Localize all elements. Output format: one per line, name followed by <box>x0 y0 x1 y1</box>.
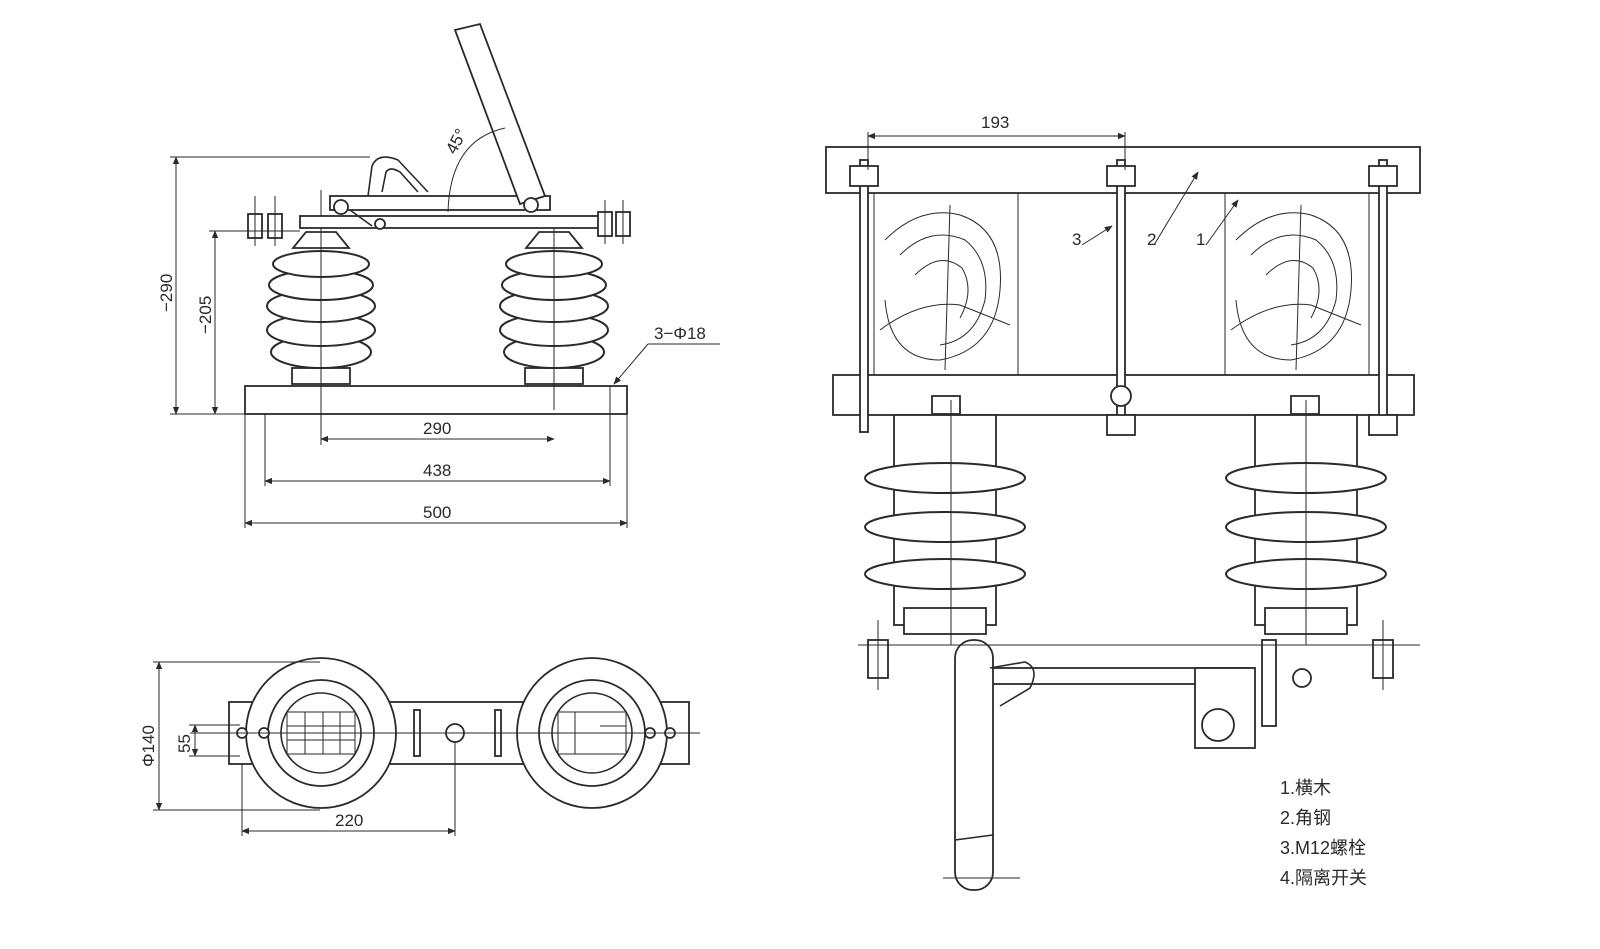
hole-spec-label: 3−Φ18 <box>654 324 706 343</box>
top-view: Φ140 55 220 <box>139 657 700 836</box>
wood-grain-left <box>879 204 1011 371</box>
dim-base-length: 500 <box>423 503 451 522</box>
dim-diameter: Φ140 <box>139 725 158 767</box>
dim-half-length: 220 <box>335 811 363 830</box>
switch-blade <box>299 22 601 230</box>
side-view: 45° −290 −205 3−Φ18 290 438 500 <box>157 22 720 528</box>
dim-partial-height: −205 <box>196 296 215 334</box>
wood-grain-right <box>1230 204 1362 371</box>
dim-total-height: −290 <box>157 274 176 312</box>
left-insulator <box>266 231 376 385</box>
switch-mechanism <box>858 620 1420 891</box>
callout-3: 3 <box>1072 230 1081 249</box>
dim-bolt-spacing: 55 <box>175 734 194 753</box>
angle-label: 45° <box>442 126 471 158</box>
legend-item-2: 2.角钢 <box>1280 808 1331 828</box>
terminal-bolts <box>247 196 631 246</box>
mounting-left-insulator <box>864 414 1026 635</box>
legend-item-4: 4.隔离开关 <box>1280 868 1367 888</box>
callout-1: 1 <box>1196 230 1205 249</box>
legend-item-1: 1.横木 <box>1280 778 1331 798</box>
mounting-view: 193 3 2 1 <box>825 113 1421 891</box>
dim-crossbar-spacing: 193 <box>981 113 1009 132</box>
base-plate <box>244 385 628 415</box>
m12-bolts <box>849 159 1398 436</box>
parts-legend: 1.横木 2.角钢 3.M12螺栓 4.隔离开关 <box>1280 778 1367 888</box>
legend-item-3: 3.M12螺栓 <box>1280 838 1366 858</box>
callout-2: 2 <box>1147 230 1156 249</box>
dim-hole-span: 438 <box>423 461 451 480</box>
dim-insulator-span: 290 <box>423 419 451 438</box>
